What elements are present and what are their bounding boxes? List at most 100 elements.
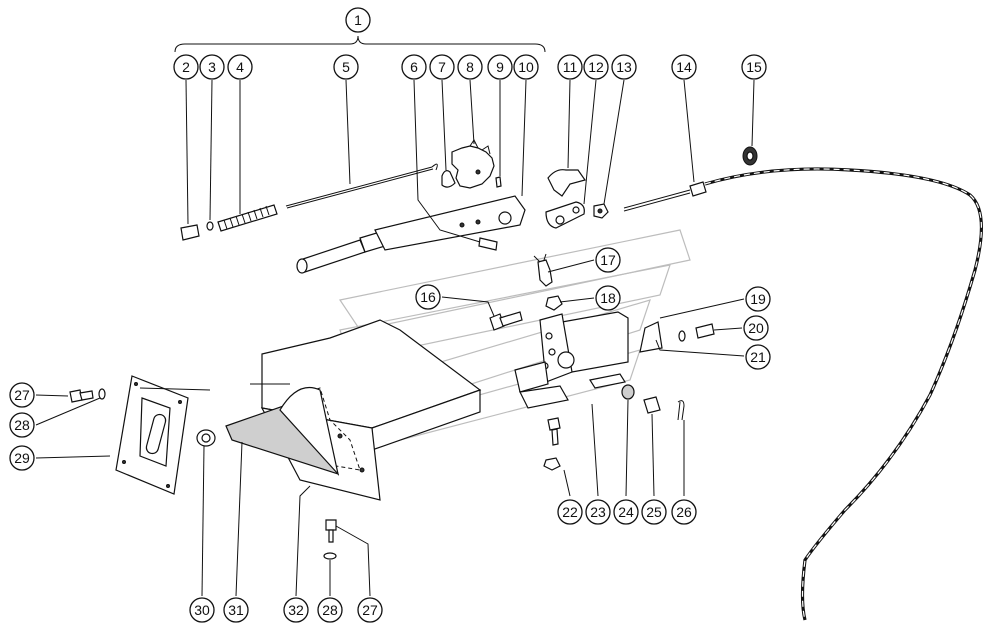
- callout-5: 5: [333, 54, 359, 80]
- callout-14: 14: [671, 54, 697, 80]
- svg-text:31: 31: [228, 602, 244, 618]
- part-pawl: [441, 170, 456, 188]
- part-cover-plate: [115, 375, 189, 495]
- part-bolt: [489, 311, 523, 331]
- svg-text:25: 25: [646, 504, 662, 520]
- svg-text:4: 4: [236, 59, 244, 75]
- callout-12: 12: [583, 54, 609, 80]
- part-bushing: [180, 224, 200, 241]
- part-washer-bolt: [678, 323, 715, 342]
- callout-20: 20: [743, 315, 769, 341]
- svg-text:26: 26: [676, 504, 692, 520]
- part-sleeve: [643, 396, 661, 414]
- part-bracket-assembly: [514, 311, 629, 409]
- part-pin: [478, 237, 498, 251]
- callout-23: 23: [585, 499, 611, 525]
- svg-text:10: 10: [518, 59, 534, 75]
- svg-text:30: 30: [194, 602, 210, 618]
- part-lever: [296, 195, 526, 274]
- svg-text:16: 16: [420, 289, 436, 305]
- callout-32: 32: [283, 597, 309, 623]
- svg-text:14: 14: [676, 59, 692, 75]
- callout-28-bottom: 28: [317, 597, 343, 623]
- part-spring: [217, 204, 278, 232]
- callout-30: 30: [189, 597, 215, 623]
- part-cable: [623, 167, 983, 621]
- svg-text:15: 15: [746, 59, 762, 75]
- callout-17: 17: [595, 247, 621, 273]
- svg-text:2: 2: [182, 59, 190, 75]
- callout-8: 8: [457, 54, 483, 80]
- part-nut: [593, 203, 609, 219]
- svg-text:11: 11: [563, 59, 578, 75]
- callout-1: 1: [345, 7, 371, 33]
- svg-text:7: 7: [438, 59, 446, 75]
- callout-31: 31: [223, 597, 249, 623]
- svg-text:18: 18: [600, 290, 616, 306]
- svg-text:5: 5: [342, 59, 350, 75]
- part-grommet: [742, 146, 758, 166]
- leader-lines: [35, 79, 755, 597]
- svg-text:23: 23: [590, 504, 606, 520]
- svg-text:19: 19: [750, 291, 766, 307]
- part-clevis: [545, 201, 585, 229]
- svg-text:1: 1: [354, 12, 362, 28]
- part-nut-small: [545, 295, 563, 311]
- svg-text:27: 27: [362, 602, 378, 618]
- callout-3: 3: [199, 54, 225, 80]
- part-ratchet: [451, 145, 495, 189]
- callout-15: 15: [741, 54, 767, 80]
- callout-27-bottom: 27: [357, 597, 383, 623]
- callout-22: 22: [557, 499, 583, 525]
- callout-29: 29: [9, 445, 35, 471]
- callout-27-left: 27: [9, 382, 35, 408]
- callout-2: 2: [173, 54, 199, 80]
- part-bolt-nut: [543, 417, 561, 471]
- svg-text:29: 29: [14, 450, 30, 466]
- svg-text:21: 21: [750, 349, 766, 365]
- svg-text:6: 6: [410, 59, 418, 75]
- svg-text:13: 13: [616, 59, 632, 75]
- svg-text:28: 28: [322, 602, 338, 618]
- group-bracket: [174, 35, 546, 53]
- callout-9: 9: [487, 54, 513, 80]
- svg-text:3: 3: [208, 59, 216, 75]
- callout-13: 13: [611, 54, 637, 80]
- callout-10: 10: [513, 54, 539, 80]
- part-mount-clip: [639, 321, 663, 353]
- part-clip: [547, 169, 586, 197]
- svg-text:8: 8: [466, 59, 474, 75]
- part-small-pin: [495, 176, 502, 188]
- svg-text:17: 17: [600, 252, 616, 268]
- part-switch: [533, 253, 553, 287]
- callout-4: 4: [227, 54, 253, 80]
- svg-text:22: 22: [562, 504, 578, 520]
- callout-24: 24: [613, 499, 639, 525]
- callout-18: 18: [595, 285, 621, 311]
- svg-text:9: 9: [496, 59, 504, 75]
- svg-text:28: 28: [14, 417, 30, 433]
- callout-7: 7: [429, 54, 455, 80]
- part-cone-boot: [225, 386, 340, 477]
- callout-25: 25: [641, 499, 667, 525]
- callout-28-left: 28: [9, 412, 35, 438]
- callout-21: 21: [745, 344, 771, 370]
- callout-26: 26: [671, 499, 697, 525]
- svg-text:20: 20: [748, 320, 764, 336]
- callout-11: 11: [557, 54, 583, 80]
- part-ring: [206, 221, 214, 231]
- part-clamp: [196, 429, 216, 447]
- svg-text:27: 27: [14, 387, 30, 403]
- part-screw-washer-left: [69, 388, 106, 403]
- callout-6: 6: [401, 54, 427, 80]
- part-screw-washer-bottom: [323, 519, 337, 560]
- callout-16: 16: [415, 284, 441, 310]
- svg-text:32: 32: [288, 602, 304, 618]
- part-rod: [285, 163, 438, 209]
- svg-text:12: 12: [588, 59, 604, 75]
- callout-19: 19: [745, 286, 771, 312]
- part-cotter-pin: [677, 400, 685, 421]
- svg-text:24: 24: [618, 504, 634, 520]
